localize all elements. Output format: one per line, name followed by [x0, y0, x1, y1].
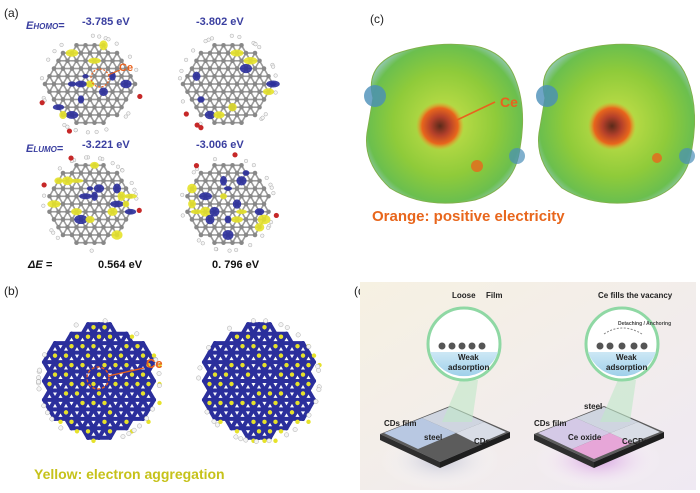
delta-e-left-value: 0.564 eV — [98, 259, 143, 271]
ce-tag-b: Ce — [146, 356, 163, 371]
ce-arrow-c — [456, 101, 496, 121]
cds-film-label-left: CDs film — [384, 419, 417, 428]
ce-tag-c: Ce — [500, 94, 518, 110]
electrostatic-potential-maps — [364, 43, 695, 204]
lumo-right-value: -3.006 eV — [196, 139, 244, 151]
detach-anchor-label: Detaching / Anchoring — [618, 321, 672, 327]
ce-oxide-label: Ce oxide — [568, 433, 602, 442]
electron-density-left — [36, 318, 162, 443]
homo-right-value: -3.802 eV — [196, 16, 244, 28]
homo-label: EHOMO= — [26, 20, 65, 32]
magnifier-right — [584, 306, 660, 382]
cds-film-label-right: CDs film — [534, 419, 567, 428]
adsorption-schematic — [360, 282, 696, 490]
weak-label-right: Weak — [616, 353, 637, 362]
weak-label-left: Weak — [458, 353, 479, 362]
homo-left-value: -3.785 eV — [82, 16, 130, 28]
ce-tag-a: Ce — [119, 62, 134, 74]
panel-c-label: (c) — [370, 12, 384, 26]
zoom-beam-left — [442, 380, 478, 422]
lumo-right-molecule — [180, 152, 279, 253]
steel-label-right: steel — [584, 402, 603, 411]
panel-a-label: (a) — [4, 6, 19, 20]
homo-right-molecule — [177, 33, 280, 131]
esp-map-right — [536, 43, 695, 204]
homo-left-molecule — [39, 33, 143, 135]
adsorption-label-left: adsorption — [448, 363, 490, 372]
adsorption-label-right: adsorption — [606, 363, 648, 372]
film-label: Film — [486, 291, 503, 300]
orange-caption: Orange: positive electricity — [372, 208, 565, 225]
ce-marker-b — [86, 366, 145, 390]
loose-label: Loose — [452, 291, 476, 300]
panel-b-label: (b) — [4, 284, 19, 298]
lumo-left-molecule — [41, 155, 142, 253]
magnifier-left — [426, 306, 502, 382]
ce-marker-a — [90, 68, 121, 88]
steel-label-left: steel — [424, 433, 443, 442]
cecds-label: CeCDs — [622, 437, 649, 446]
esp-map-left — [364, 43, 525, 204]
lumo-label: ELUMO= — [26, 143, 64, 155]
lumo-left-value: -3.221 eV — [82, 139, 130, 151]
zoom-beam-right — [600, 380, 636, 422]
steel-tile-right — [534, 406, 664, 468]
delta-e-label: ΔE = — [28, 259, 53, 271]
electron-density-right — [196, 318, 322, 444]
yellow-caption: Yellow: electron aggregation — [34, 466, 225, 482]
delta-e-right-value: 0. 796 eV — [212, 259, 260, 271]
ce-fills-label: Ce fills the vacancy — [598, 291, 673, 300]
cds-label: CDs — [474, 437, 491, 446]
